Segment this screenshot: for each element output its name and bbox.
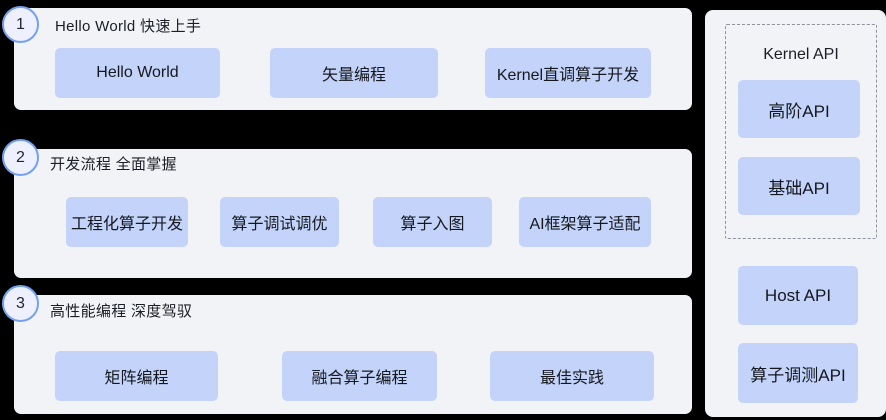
step-badge-1: 1: [2, 6, 39, 43]
card-op-debug-tuning[interactable]: 算子调试调优: [220, 197, 339, 247]
step-badge-2: 2: [2, 139, 39, 176]
api-card-basic[interactable]: 基础API: [738, 157, 860, 215]
step-number: 1: [16, 15, 25, 33]
card-label: 高阶API: [768, 101, 830, 121]
api-card-host[interactable]: Host API: [738, 266, 858, 325]
card-best-practice[interactable]: 最佳实践: [490, 351, 654, 401]
card-label: Host API: [764, 285, 832, 305]
card-label: 最佳实践: [539, 370, 604, 387]
card-label: AI框架算子适配: [529, 216, 641, 233]
card-label: 矩阵编程: [104, 370, 169, 387]
card-label: 基础API: [768, 178, 830, 198]
api-sidebar: Kernel API 高阶API 基础API Host API 算子调测API: [705, 10, 886, 417]
card-matrix-programming[interactable]: 矩阵编程: [55, 351, 218, 401]
card-label: 融合算子编程: [311, 370, 408, 387]
card-label: 算子调试调优: [231, 216, 328, 233]
card-label: Hello World: [96, 64, 179, 81]
step-badge-3: 3: [2, 285, 39, 322]
card-op-graph-integration[interactable]: 算子入图: [373, 197, 492, 247]
card-fused-op-programming[interactable]: 融合算子编程: [282, 351, 437, 401]
section-title-dev-process: 开发流程 全面掌握: [50, 156, 177, 173]
card-label: 矢量编程: [321, 67, 386, 84]
section-title-high-performance: 高性能编程 深度驾驭: [50, 303, 193, 320]
api-card-op-debug[interactable]: 算子调测API: [738, 343, 858, 403]
card-ai-framework-op-adapt[interactable]: AI框架算子适配: [519, 197, 651, 247]
kernel-api-group-title: Kernel API: [763, 46, 839, 63]
api-card-high-level[interactable]: 高阶API: [738, 80, 860, 138]
card-vector-programming[interactable]: 矢量编程: [270, 48, 438, 98]
card-label: 工程化算子开发: [70, 216, 183, 233]
card-kernel-direct-op-dev[interactable]: Kernel直调算子开发: [485, 48, 651, 98]
card-engineering-op-dev[interactable]: 工程化算子开发: [66, 197, 188, 247]
step-number: 3: [16, 294, 25, 312]
step-number: 2: [16, 148, 25, 166]
card-label: 算子调测API: [750, 365, 846, 385]
card-label: 算子入图: [400, 216, 465, 233]
section-title-quickstart: Hello World 快速上手: [55, 18, 202, 35]
kernel-api-group: Kernel API 高阶API 基础API: [725, 24, 877, 239]
card-label: Kernel直调算子开发: [496, 67, 640, 84]
card-hello-world[interactable]: Hello World: [55, 48, 220, 98]
